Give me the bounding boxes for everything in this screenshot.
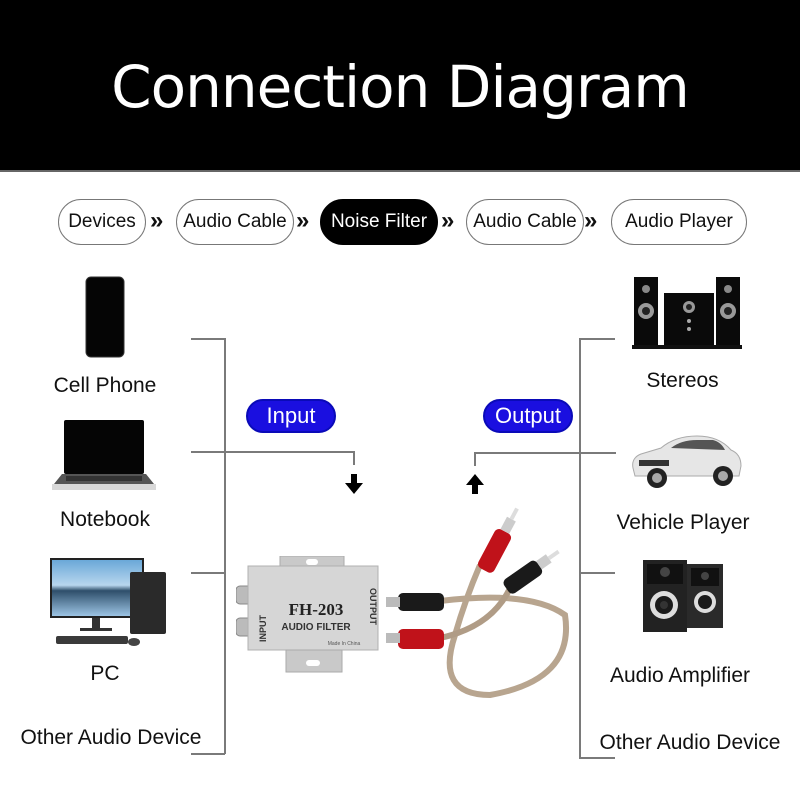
flow-step-audio-cable-out: Audio Cable (466, 199, 584, 245)
connector-line (191, 338, 225, 340)
device-label-cell-phone: Cell Phone (53, 374, 157, 397)
flow-chevron-icon: » (441, 207, 455, 234)
device-label-other-output: Other Audio Device (599, 731, 781, 754)
device-label-audio-amplifier: Audio Amplifier (609, 664, 751, 687)
header-divider (0, 170, 800, 172)
page-title: Connection Diagram (111, 53, 690, 121)
rca-plug-red (398, 629, 444, 649)
flow-chevron-icon: » (296, 207, 310, 234)
cell-phone-icon (85, 276, 125, 358)
stereo-speakers-icon (632, 277, 742, 349)
output-port-label: OUTPUT (368, 588, 378, 625)
input-port-label: INPUT (258, 615, 268, 642)
flow-chevron-icon: » (150, 207, 164, 234)
connector-line (579, 757, 615, 759)
connector-line (579, 572, 615, 574)
device-label-notebook: Notebook (60, 508, 150, 531)
device-label-stereos: Stereos (646, 369, 719, 392)
laptop-icon (52, 420, 156, 490)
product-origin: Made In China (327, 641, 361, 647)
device-label-vehicle-player: Vehicle Player (616, 511, 750, 534)
arrow-up-icon (466, 474, 484, 494)
arrow-down-icon (345, 474, 363, 494)
rca-cable (386, 507, 570, 699)
output-badge: Output (483, 399, 573, 433)
input-badge: Input (246, 399, 336, 433)
product-name: AUDIO FILTER (281, 622, 351, 633)
flow-chevron-icon: » (584, 207, 598, 234)
flow-step-noise-filter: Noise Filter (320, 199, 438, 245)
connector-line (579, 338, 581, 758)
product-audio-filter: INPUT OUTPUT FH-203 AUDIO FILTER Made In… (236, 556, 386, 680)
device-label-other-input: Other Audio Device (20, 726, 202, 749)
filter-housing (236, 556, 379, 673)
rca-plug-black (398, 593, 444, 611)
connector-line (474, 452, 476, 466)
connector-line (191, 572, 225, 574)
car-icon (632, 435, 742, 488)
flow-step-audio-cable-in: Audio Cable (176, 199, 294, 245)
header-banner (0, 0, 800, 170)
connector-line (579, 338, 615, 340)
flow-step-audio-player: Audio Player (611, 199, 747, 245)
product-model: FH-203 (288, 600, 344, 619)
connector-line (191, 451, 353, 453)
flow-step-devices: Devices (58, 199, 146, 245)
connector-line (474, 452, 616, 454)
connector-line (224, 338, 226, 754)
desktop-pc-icon (50, 558, 166, 646)
bookshelf-speakers-icon (643, 560, 723, 632)
connector-line (353, 451, 355, 465)
device-label-pc: PC (90, 662, 120, 685)
connector-line (191, 753, 225, 755)
